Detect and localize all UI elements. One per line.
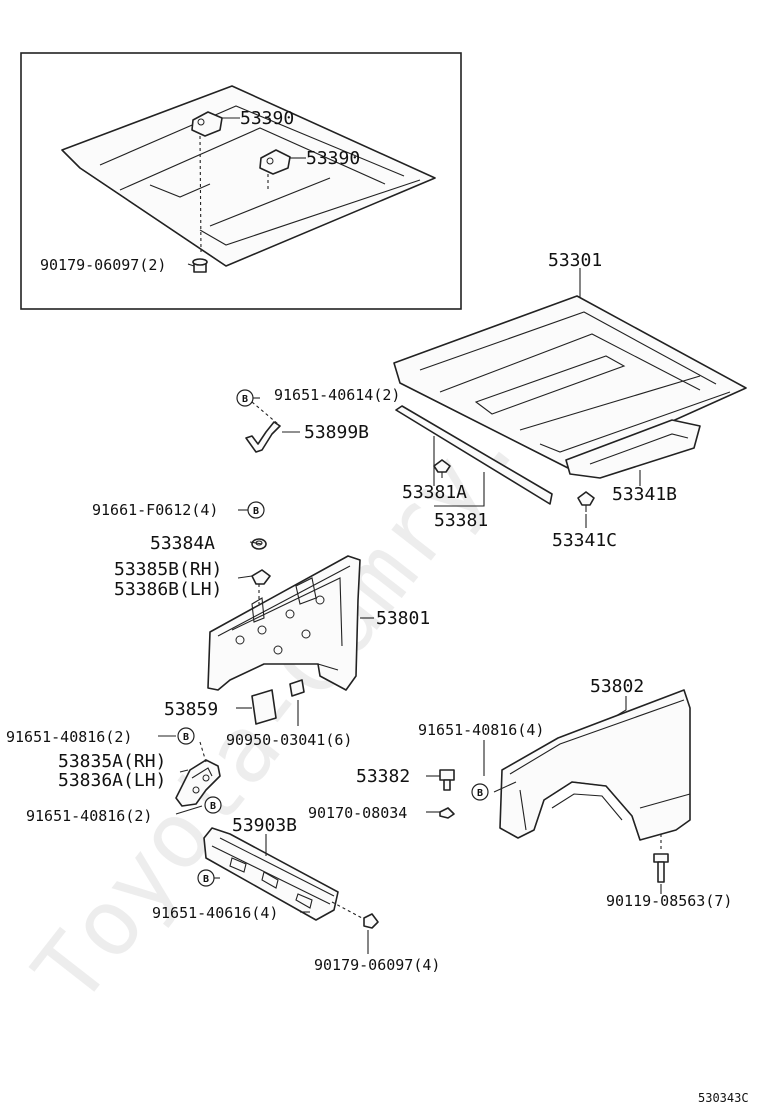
hole-plug-icon (289, 679, 305, 697)
hood-support-rod (245, 401, 281, 453)
bolt-marker-3: B (177, 727, 195, 745)
nut-90170-icon (439, 807, 455, 819)
label-53381A: 53381A (402, 482, 467, 503)
hood-panel (393, 295, 747, 479)
bracket-53385B-icon (251, 569, 271, 604)
hood-hinge (175, 741, 221, 807)
bolt-marker-6: B (471, 783, 489, 801)
svg-text:B: B (210, 801, 216, 812)
fender-apron (207, 555, 361, 691)
svg-text:B: B (253, 506, 259, 517)
label-91651-40816-hinge-top: 91651-40816(2) (6, 728, 132, 746)
label-53801: 53801 (376, 608, 430, 629)
bolt-marker-2: B (247, 501, 265, 519)
label-53301: 53301 (548, 250, 602, 271)
bolt-marker-1: B (236, 389, 254, 407)
label-90170-08034: 90170-08034 (308, 804, 407, 822)
inset-hood-panel (61, 85, 436, 267)
label-91651-40614: 91651-40614(2) (274, 386, 400, 404)
svg-text:B: B (477, 788, 483, 799)
label-91661-F0612: 91661-F0612(4) (92, 501, 218, 519)
label-90950-03041: 90950-03041(6) (226, 731, 352, 749)
clip-90179-icon (331, 901, 379, 929)
leader-lines (158, 268, 662, 954)
inset-frame (20, 52, 462, 310)
bolt-marker-5: B (197, 869, 215, 887)
front-fender (499, 689, 691, 841)
bolt-90119-icon (653, 834, 669, 883)
svg-text:B: B (242, 394, 248, 405)
label-90179-06097-inset: 90179-06097(2) (40, 256, 166, 274)
label-53381: 53381 (434, 510, 488, 531)
cushion-53341C-icon (577, 491, 595, 512)
inset-bracket-lower (259, 149, 291, 190)
label-53836A: 53836A(LH) (58, 770, 166, 791)
label-53802: 53802 (590, 676, 644, 697)
label-91651-40816-hinge-bottom: 91651-40816(2) (26, 807, 152, 825)
diagram-code: 530343C (698, 1091, 749, 1105)
label-53386B: 53386B(LH) (114, 579, 222, 600)
label-53341B: 53341B (612, 484, 677, 505)
label-53390-upper: 53390 (240, 108, 294, 129)
label-53899B: 53899B (304, 422, 369, 443)
bolt-53382-icon (439, 769, 455, 791)
bolt-marker-4: B (204, 796, 222, 814)
label-53903B: 53903B (232, 815, 297, 836)
svg-text:B: B (203, 874, 209, 885)
label-53384A: 53384A (150, 533, 215, 554)
hood-weatherstrip (395, 405, 553, 505)
label-91651-40616: 91651-40616(4) (152, 904, 278, 922)
label-90179-06097-cowl: 90179-06097(4) (314, 956, 440, 974)
label-53859: 53859 (164, 699, 218, 720)
inset-grommet (192, 258, 208, 273)
seal-plate-53859 (251, 689, 277, 725)
label-91651-40816-fender: 91651-40816(4) (418, 721, 544, 739)
label-53382: 53382 (356, 766, 410, 787)
label-90119-08563: 90119-08563(7) (606, 892, 732, 910)
cowl-side-panel (203, 827, 339, 921)
label-53390-lower: 53390 (306, 148, 360, 169)
label-53341C: 53341C (552, 530, 617, 551)
inset-bracket-upper (191, 111, 223, 253)
clip-53381A-icon (433, 459, 451, 478)
label-53835A: 53835A(RH) (58, 751, 166, 772)
svg-text:B: B (183, 732, 189, 743)
label-53385B: 53385B(RH) (114, 559, 222, 580)
